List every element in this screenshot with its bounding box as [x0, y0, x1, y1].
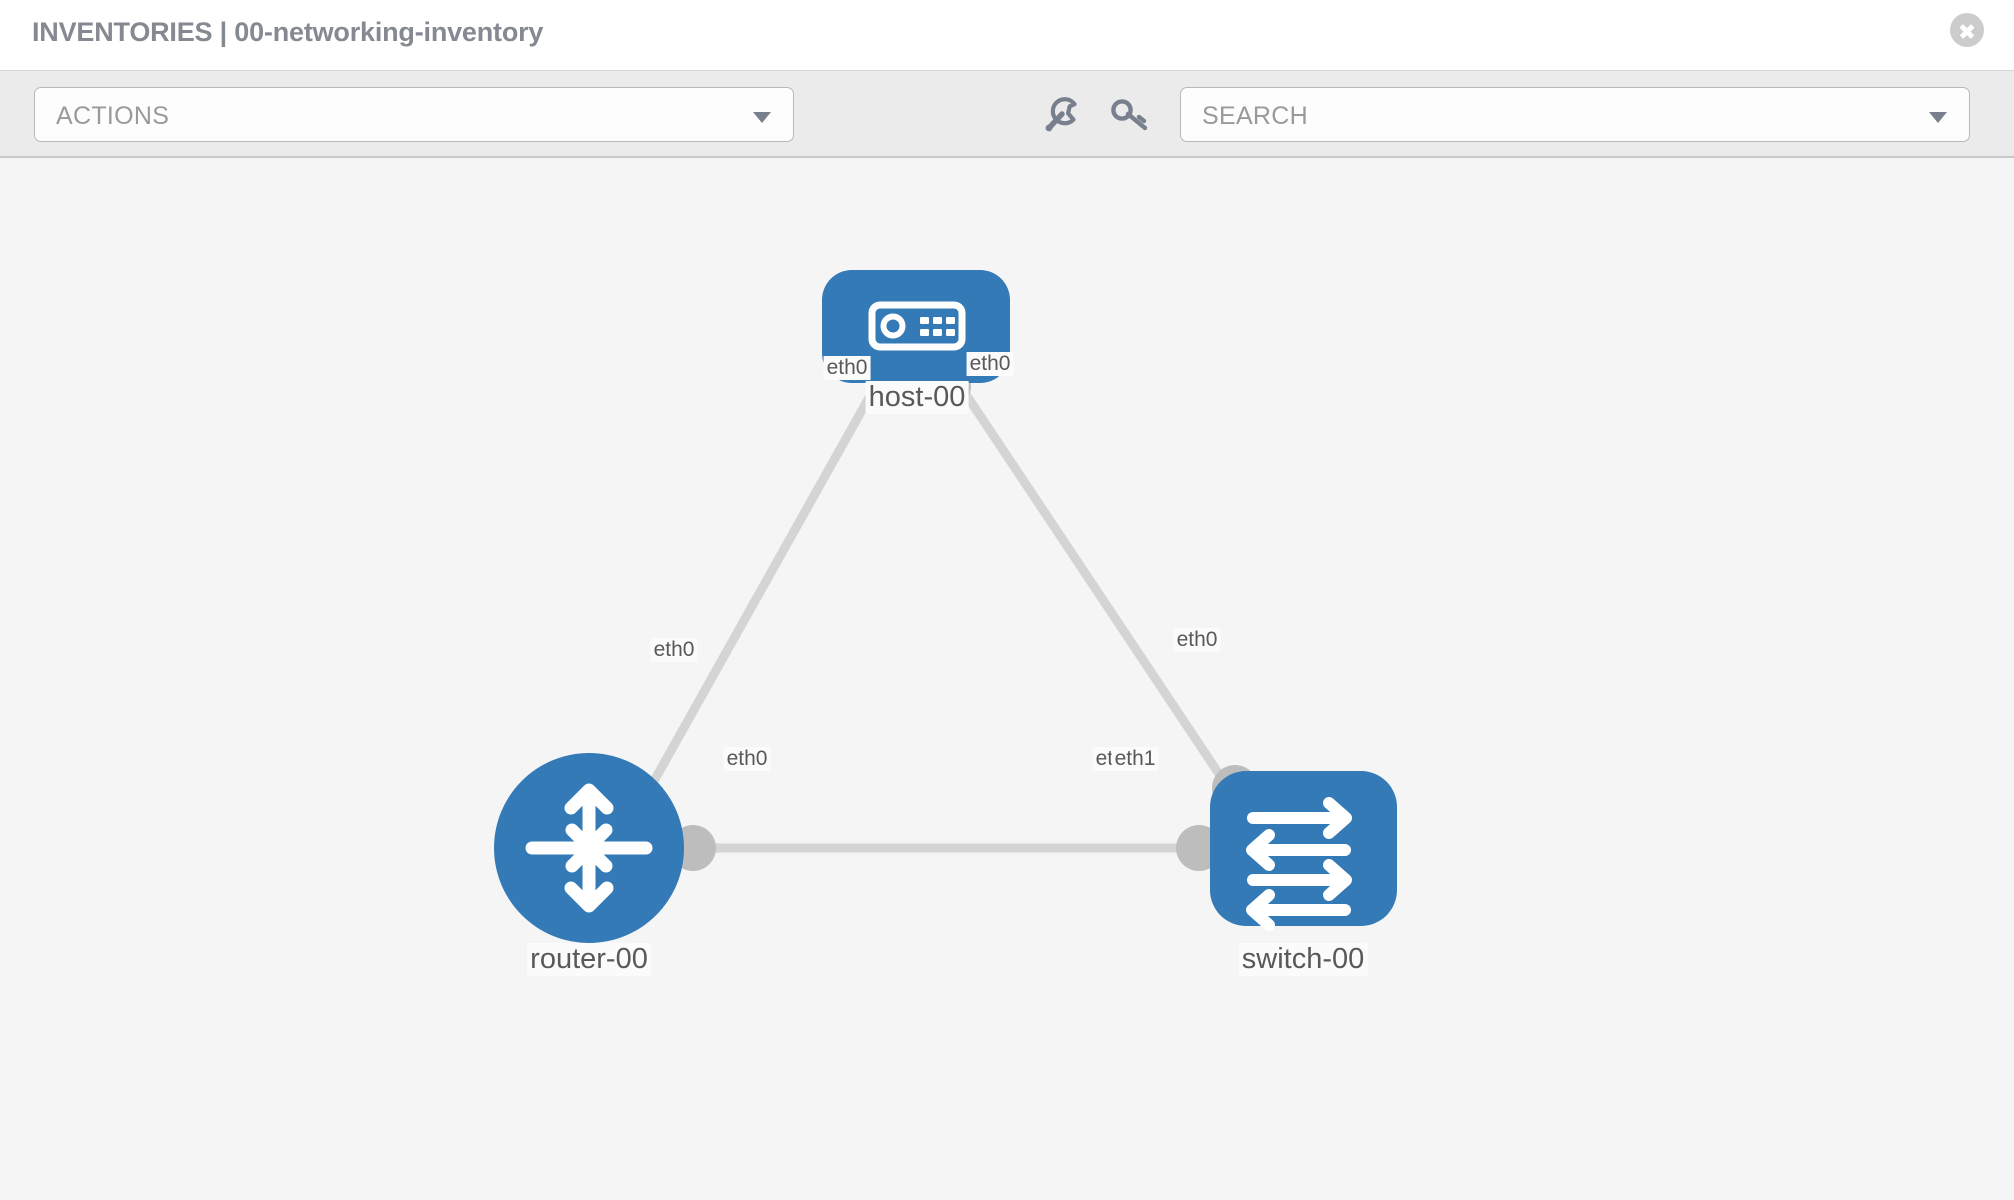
page-title: INVENTORIES | 00-networking-inventory: [32, 17, 544, 47]
node-router-00: [494, 753, 684, 943]
chevron-down-icon: [1929, 112, 1947, 123]
node-label-router-00: router-00: [527, 943, 651, 976]
node-host-00: [822, 270, 1010, 383]
interface-label: eth0: [723, 747, 771, 771]
actions-dropdown-label: ACTIONS: [56, 102, 170, 130]
node-switch-00: [1210, 771, 1397, 931]
actions-dropdown[interactable]: ACTIONS: [34, 87, 794, 142]
chevron-down-icon: [753, 112, 771, 123]
search-placeholder: SEARCH: [1202, 102, 1308, 130]
node-label-host-00: host-00: [865, 381, 969, 414]
page-header: INVENTORIES | 00-networking-inventory: [0, 0, 2014, 70]
key-icon[interactable]: [1108, 95, 1152, 135]
interface-label: eth1: [1111, 747, 1159, 771]
search-input[interactable]: SEARCH: [1180, 87, 1970, 142]
interface-label: eth0: [1173, 628, 1221, 652]
wrench-icon[interactable]: [1040, 95, 1084, 135]
interface-label: eth0: [650, 638, 698, 662]
interface-label: eth0: [823, 356, 871, 380]
topology-graph: [494, 270, 1397, 943]
toolbar: ACTIONS SEARCH: [0, 70, 2014, 158]
interface-label: eth0: [966, 352, 1014, 376]
close-icon[interactable]: [1950, 13, 1984, 47]
topology-canvas[interactable]: eth0 eth0 eth0 eth0 eth0 eth0 eth1 host-…: [0, 158, 2014, 1200]
link-host-switch: [951, 375, 1239, 801]
node-label-switch-00: switch-00: [1238, 943, 1368, 976]
link-host-router: [636, 375, 884, 809]
